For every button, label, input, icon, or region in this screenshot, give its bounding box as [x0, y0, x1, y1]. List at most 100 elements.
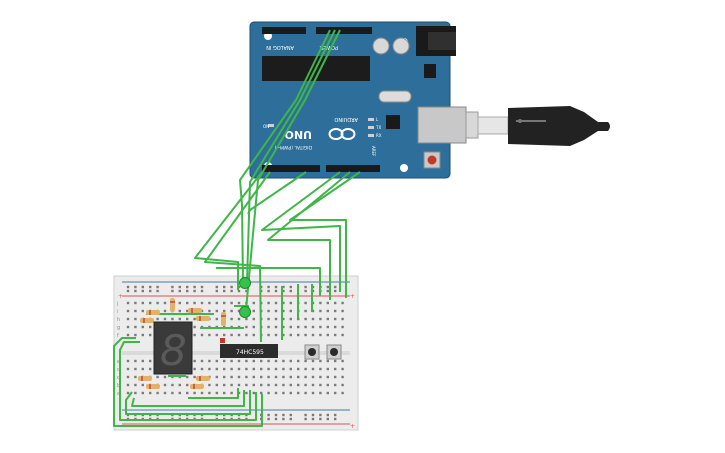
breadboard-hole: [267, 333, 270, 337]
breadboard-hole: [163, 391, 167, 395]
breadboard-hole: [311, 367, 315, 371]
breadboard-hole: [215, 289, 218, 293]
mounting-hole: [400, 164, 408, 172]
crystal: [378, 90, 412, 103]
breadboard-hole: [215, 367, 218, 371]
breadboard-hole: [163, 375, 167, 379]
breadboard-hole: [289, 333, 292, 337]
breadboard-hole: [149, 333, 152, 337]
breadboard-hole: [297, 359, 300, 363]
breadboard-hole: [208, 383, 211, 387]
breadboard-hole: [274, 367, 278, 371]
breadboard-hole: [326, 413, 329, 417]
breadboard-hole: [237, 359, 241, 363]
breadboard-hole: [311, 317, 315, 321]
breadboard-hole: [326, 285, 329, 289]
resistor: [196, 316, 210, 321]
breadboard-hole: [274, 285, 278, 289]
breadboard-hole: [223, 375, 226, 379]
breadboard-hole: [267, 391, 270, 395]
breadboard-hole: [237, 317, 241, 321]
breadboard-hole: [230, 383, 233, 387]
wire-digital: [289, 171, 361, 298]
breadboard-hole: [163, 301, 167, 305]
breadboard-hole: [134, 359, 137, 363]
wire-digital: [204, 171, 271, 343]
breadboard-hole: [274, 375, 278, 379]
pushbutton-icon[interactable]: [330, 348, 338, 356]
breadboard-hole: [319, 383, 322, 387]
usb-plug-metal: [465, 111, 479, 139]
wire-digital: [247, 171, 307, 215]
breadboard-hole: [134, 301, 137, 305]
reset-button-icon[interactable]: [427, 155, 437, 165]
breadboard-hole: [149, 301, 152, 305]
breadboard-hole: [245, 383, 248, 387]
breadboard-hole: [326, 317, 329, 321]
breadboard-hole: [134, 375, 137, 379]
breadboard-hole: [141, 367, 144, 371]
breadboard-hole: [156, 285, 159, 289]
breadboard-hole: [289, 413, 292, 417]
breadboard-hole: [341, 367, 344, 371]
analog-header: [262, 27, 306, 34]
breadboard-hole: [282, 325, 285, 329]
wires: [113, 29, 361, 427]
breadboard-hole: [267, 367, 270, 371]
breadboard-hole: [237, 375, 241, 379]
breadboard-hole: [341, 359, 344, 363]
breadboard-hole: [326, 301, 329, 305]
breadboard-hole: [230, 367, 233, 371]
breadboard-hole: [289, 359, 292, 363]
arduino-brand: ARDUINO: [334, 116, 358, 122]
breadboard-hole: [223, 333, 226, 337]
breadboard-hole: [289, 383, 292, 387]
breadboard-hole: [282, 289, 285, 293]
breadboard-hole: [215, 309, 218, 313]
breadboard-hole: [245, 359, 248, 363]
breadboard-hole: [252, 301, 255, 305]
breadboard-hole: [326, 383, 329, 387]
breadboard-hole: [289, 301, 292, 305]
breadboard-hole: [267, 413, 270, 417]
breadboard-hole: [149, 359, 152, 363]
breadboard-hole: [297, 367, 300, 371]
breadboard-hole: [334, 301, 337, 305]
breadboard-hole: [200, 333, 204, 337]
breadboard-hole: [134, 333, 137, 337]
row-letter: c: [117, 375, 120, 381]
breadboard-hole: [134, 383, 137, 387]
breadboard-hole: [141, 325, 144, 329]
breadboard-hole: [245, 317, 248, 321]
pushbutton-icon[interactable]: [308, 348, 316, 356]
breadboard-hole: [223, 359, 226, 363]
breadboard-hole: [252, 333, 255, 337]
breadboard-hole: [304, 413, 307, 417]
breadboard-hole: [282, 383, 285, 387]
breadboard-hole: [311, 375, 315, 379]
usb-port: [417, 106, 467, 144]
breadboard-hole: [134, 309, 137, 313]
breadboard-hole: [193, 333, 196, 337]
rx-led-label: RX: [376, 133, 382, 138]
breadboard-hole: [215, 391, 218, 395]
breadboard-hole: [267, 375, 270, 379]
display-body: [153, 321, 193, 375]
breadboard-hole: [186, 285, 189, 289]
breadboard-hole: [215, 301, 218, 305]
breadboard-hole: [149, 391, 152, 395]
breadboard-hole: [297, 317, 300, 321]
breadboard-hole: [282, 359, 285, 363]
breadboard-hole: [126, 383, 130, 387]
breadboard-hole: [260, 367, 263, 371]
breadboard-hole: [334, 391, 337, 395]
wire-loop: [188, 388, 239, 399]
breadboard-hole: [267, 301, 270, 305]
wire-digital: [261, 171, 341, 292]
breadboard-hole: [245, 375, 248, 379]
row-letter: j: [116, 301, 118, 307]
rail-plus-label: +: [350, 293, 355, 300]
green-led[interactable]: [239, 277, 251, 289]
green-led[interactable]: [239, 306, 251, 318]
breadboard-hole: [304, 383, 307, 387]
